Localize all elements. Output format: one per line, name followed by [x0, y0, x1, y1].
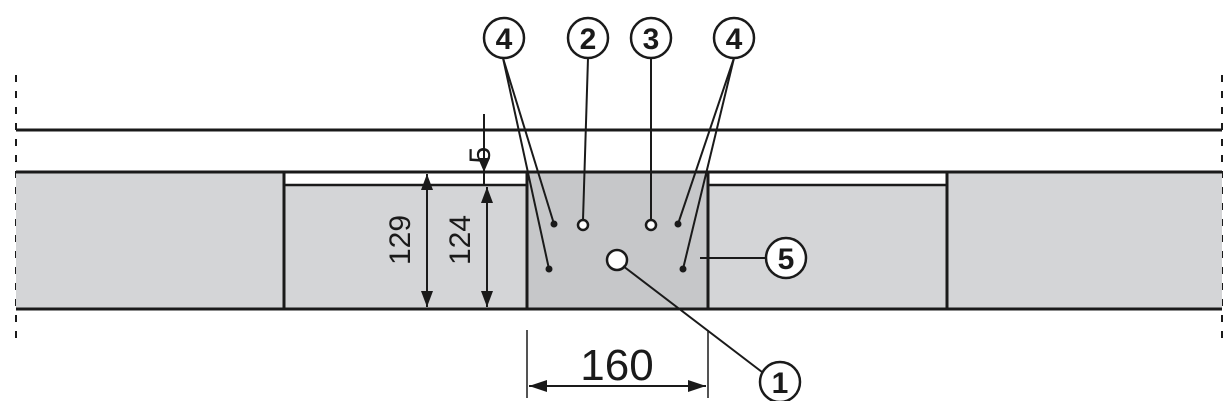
- dim-outer-height-arrow-top: [421, 174, 433, 190]
- callout-2-label: 2: [580, 23, 597, 56]
- callout-2: [566, 16, 610, 60]
- dim-width-label: 160: [580, 341, 653, 390]
- dim-width-arrow-left: [529, 380, 547, 392]
- callout-4-right-label: 4: [726, 23, 743, 56]
- dim-outer-height-label: 129: [384, 215, 417, 265]
- dim-width-arrow-right: [688, 380, 706, 392]
- leader-lines: [502, 57, 765, 373]
- dim-inner-height-arrow-top: [481, 187, 493, 203]
- dim-inner-height-label: 124: [444, 215, 477, 265]
- callout-4-left: [482, 16, 526, 60]
- callout-4-right: [712, 16, 756, 60]
- callout-5: [764, 236, 808, 280]
- mounting-plate: [527, 172, 708, 309]
- hole-large-center: [605, 248, 629, 272]
- dim-gap-label: 5: [464, 147, 497, 164]
- dim-gap-arrow: [478, 158, 490, 172]
- callout-1: [758, 360, 802, 401]
- callout-3-label: 3: [643, 23, 660, 56]
- callout-3: [629, 16, 673, 60]
- hole-small-right: [644, 218, 658, 232]
- right-inner-panel: [708, 185, 946, 309]
- callout-5-label: 5: [778, 243, 795, 276]
- callout-4-left-label: 4: [496, 23, 513, 56]
- right-cabinet-panel: [948, 172, 1222, 309]
- hole-small-left: [576, 218, 590, 232]
- dim-inner-height-arrow-bottom: [481, 291, 493, 307]
- callout-1-label: 1: [772, 367, 789, 400]
- dim-outer-height-arrow-bottom: [421, 291, 433, 307]
- left-cabinet-panel: [16, 172, 283, 309]
